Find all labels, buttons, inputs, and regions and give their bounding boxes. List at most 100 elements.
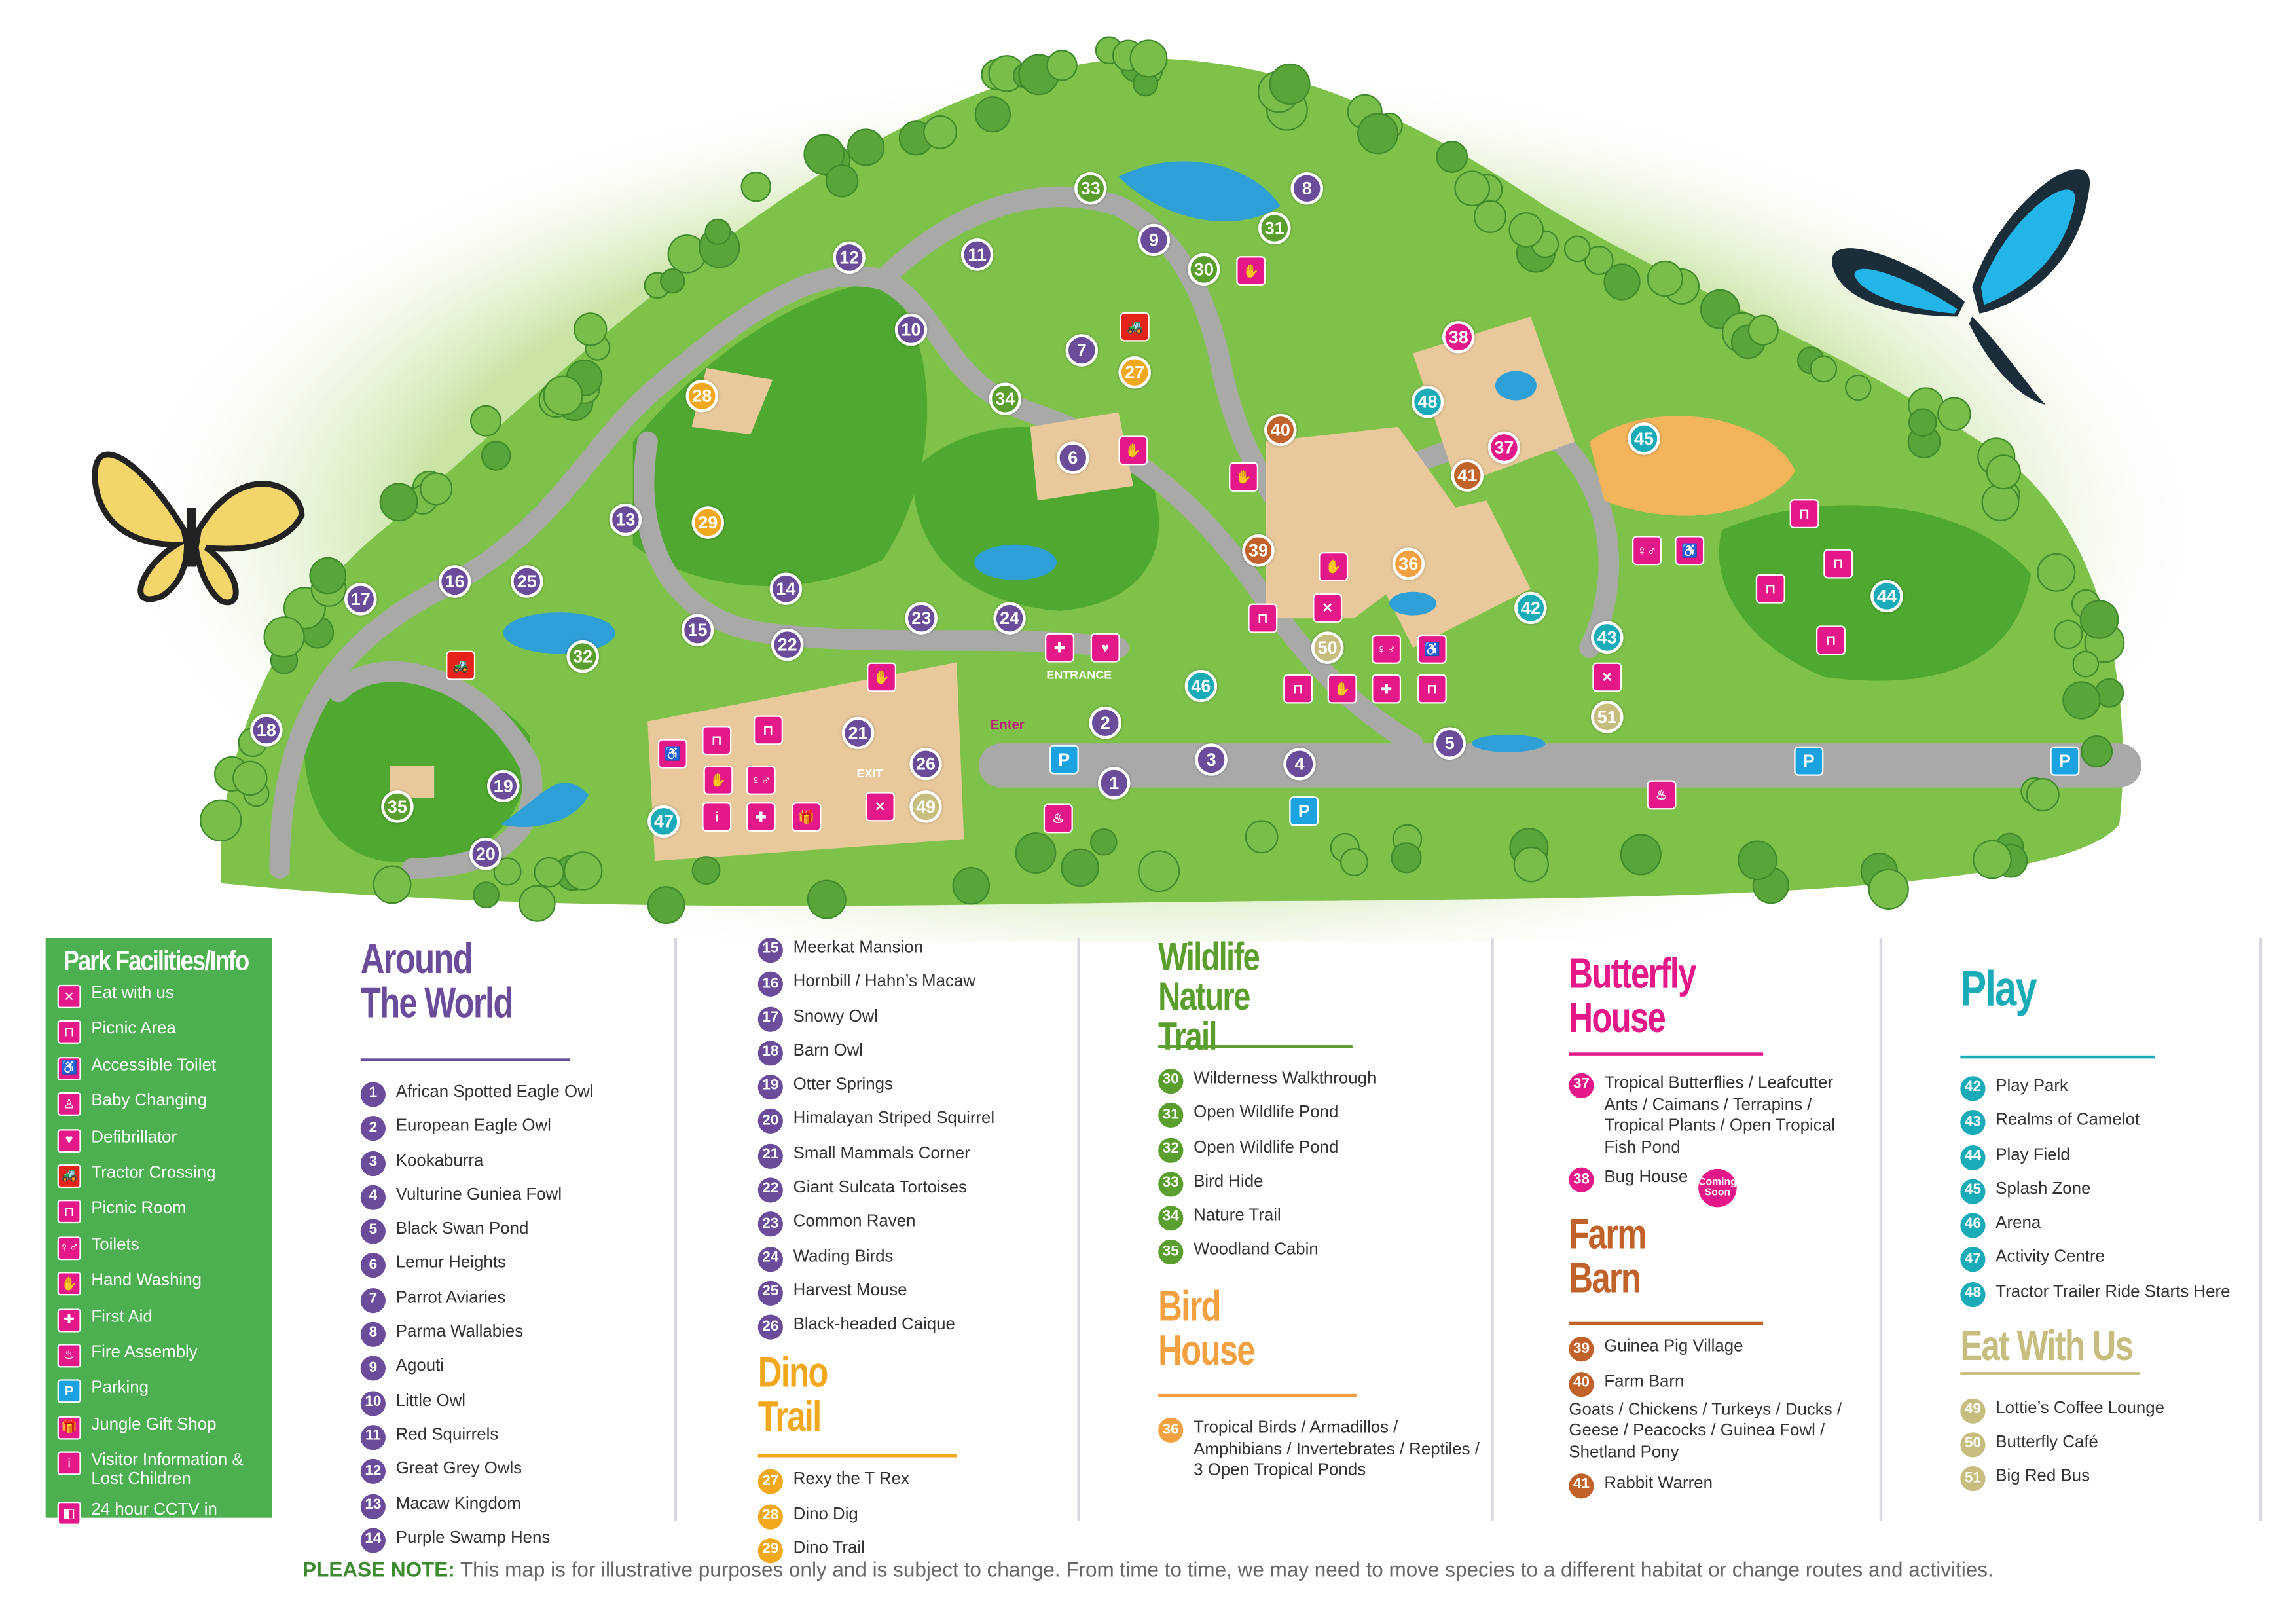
- hand-washing-icon[interactable]: ✋: [1319, 551, 1349, 581]
- map-marker-22[interactable]: 22: [771, 628, 804, 661]
- picnic-area-icon[interactable]: ⊓: [1789, 499, 1819, 529]
- map-marker-20[interactable]: 20: [469, 838, 502, 870]
- picnic-room-icon[interactable]: ⊓: [702, 726, 732, 756]
- legend-label: Common Raven: [793, 1213, 916, 1232]
- picnic-area-icon[interactable]: ⊓: [1755, 574, 1785, 604]
- map-marker-2[interactable]: 2: [1089, 707, 1121, 739]
- accessible-toilet-icon[interactable]: ♿: [657, 739, 687, 769]
- map-marker-10[interactable]: 10: [894, 313, 928, 346]
- map-marker-12[interactable]: 12: [833, 241, 866, 274]
- map-marker-27[interactable]: 27: [1118, 356, 1151, 389]
- picnic-area-icon[interactable]: ⊓: [1417, 674, 1447, 704]
- hand-washing-icon[interactable]: ✋: [703, 765, 733, 795]
- hand-washing-icon[interactable]: ✋: [1327, 674, 1357, 704]
- map-marker-7[interactable]: 7: [1065, 334, 1099, 367]
- map-marker-15[interactable]: 15: [681, 614, 714, 646]
- picnic-area-icon[interactable]: ⊓: [1816, 625, 1846, 655]
- parking-icon[interactable]: P: [2050, 746, 2080, 776]
- map-marker-44[interactable]: 44: [1870, 580, 1903, 613]
- map-marker-21[interactable]: 21: [841, 716, 875, 750]
- map-marker-18[interactable]: 18: [250, 714, 283, 747]
- map-marker-40[interactable]: 40: [1264, 413, 1297, 447]
- map-marker-11[interactable]: 11: [960, 238, 994, 271]
- defibrillator-icon[interactable]: ♥: [1090, 633, 1120, 663]
- fire-assembly-icon: ♨: [57, 1344, 81, 1368]
- map-marker-51[interactable]: 51: [1591, 701, 1624, 733]
- map-marker-48[interactable]: 48: [1411, 385, 1444, 418]
- map-marker-45[interactable]: 45: [1628, 422, 1660, 455]
- first-aid-icon[interactable]: ✚: [1045, 633, 1075, 663]
- toilets-icon[interactable]: ♀♂: [1632, 536, 1662, 566]
- map-marker-30[interactable]: 30: [1188, 253, 1220, 286]
- map-marker-35[interactable]: 35: [381, 790, 414, 823]
- map-marker-14[interactable]: 14: [769, 572, 803, 605]
- first-aid-icon[interactable]: ✚: [746, 802, 776, 832]
- toilets-icon[interactable]: ♀♂: [746, 765, 776, 795]
- map-marker-19[interactable]: 19: [487, 769, 520, 803]
- map-marker-4[interactable]: 4: [1283, 747, 1316, 781]
- map-marker-16[interactable]: 16: [438, 565, 471, 598]
- picnic-area-icon[interactable]: ⊓: [1248, 603, 1278, 633]
- map-marker-17[interactable]: 17: [344, 583, 377, 616]
- eat-icon[interactable]: ✕: [1592, 662, 1622, 692]
- map-marker-46[interactable]: 46: [1184, 669, 1218, 703]
- map-marker-9[interactable]: 9: [1137, 223, 1171, 257]
- map-marker-38[interactable]: 38: [1442, 321, 1475, 354]
- map-marker-50[interactable]: 50: [1311, 631, 1344, 664]
- map-marker-29[interactable]: 29: [691, 506, 725, 539]
- fire-assembly-icon[interactable]: ♨: [1043, 803, 1073, 834]
- tractor-icon[interactable]: 🚜: [446, 650, 476, 680]
- eat-icon[interactable]: ✕: [1313, 593, 1343, 623]
- toilets-icon[interactable]: ♀♂: [1372, 634, 1402, 664]
- gift-shop-icon[interactable]: 🎁: [792, 802, 822, 832]
- map-marker-3[interactable]: 3: [1195, 743, 1228, 776]
- map-marker-28[interactable]: 28: [685, 379, 719, 413]
- map-marker-23[interactable]: 23: [905, 602, 938, 635]
- visitor-info-icon[interactable]: i: [702, 802, 732, 832]
- section-rule: [1158, 1045, 1353, 1048]
- picnic-area-icon[interactable]: ⊓: [1823, 549, 1853, 579]
- map-marker-39[interactable]: 39: [1242, 534, 1275, 567]
- fire-assembly-icon[interactable]: ♨: [1647, 780, 1677, 810]
- map-illustration: [103, 36, 2223, 1001]
- hand-washing-icon[interactable]: ✋: [1229, 462, 1259, 492]
- map-marker-1[interactable]: 1: [1098, 767, 1131, 800]
- map-marker-34[interactable]: 34: [989, 382, 1022, 415]
- parking-icon[interactable]: P: [1049, 745, 1079, 775]
- map-marker-32[interactable]: 32: [566, 640, 599, 673]
- parking-icon[interactable]: P: [1794, 746, 1824, 776]
- tractor-icon[interactable]: 🚜: [1120, 312, 1150, 342]
- map-marker-41[interactable]: 41: [1451, 459, 1484, 492]
- map-marker-42[interactable]: 42: [1514, 591, 1547, 625]
- eat-icon[interactable]: ✕: [865, 792, 895, 822]
- hand-washing-icon[interactable]: ✋: [867, 662, 897, 692]
- first-aid-icon[interactable]: ✚: [1372, 674, 1402, 704]
- map-marker-6[interactable]: 6: [1057, 441, 1089, 474]
- map-marker-25[interactable]: 25: [511, 565, 543, 598]
- map-marker-31[interactable]: 31: [1258, 212, 1291, 245]
- picnic-area-icon[interactable]: ⊓: [753, 715, 783, 745]
- map-marker-24[interactable]: 24: [993, 602, 1026, 635]
- map-marker-37[interactable]: 37: [1487, 431, 1521, 464]
- map-marker-8[interactable]: 8: [1290, 172, 1323, 205]
- picnic-area-icon[interactable]: ⊓: [1283, 674, 1313, 704]
- hand-washing-icon[interactable]: ✋: [1118, 435, 1148, 466]
- map-marker-33[interactable]: 33: [1074, 172, 1107, 205]
- hand-washing-icon[interactable]: ✋: [1236, 256, 1266, 286]
- parking-icon[interactable]: P: [1289, 796, 1319, 826]
- tree: [534, 857, 564, 888]
- map-marker-5[interactable]: 5: [1433, 727, 1467, 760]
- legend-label: Otter Springs: [793, 1076, 893, 1094]
- map-marker-26[interactable]: 26: [909, 747, 942, 781]
- accessible-toilet-icon[interactable]: ♿: [1675, 536, 1705, 566]
- facility-label: Parking: [91, 1380, 149, 1398]
- accessible-toilet-icon[interactable]: ♿: [1417, 634, 1447, 664]
- map-marker-13[interactable]: 13: [609, 503, 642, 536]
- map-marker-36[interactable]: 36: [1392, 547, 1425, 580]
- tree: [1357, 113, 1399, 155]
- map-marker-49[interactable]: 49: [909, 790, 942, 823]
- map-marker-47[interactable]: 47: [647, 805, 680, 838]
- map-marker-43[interactable]: 43: [1591, 621, 1624, 654]
